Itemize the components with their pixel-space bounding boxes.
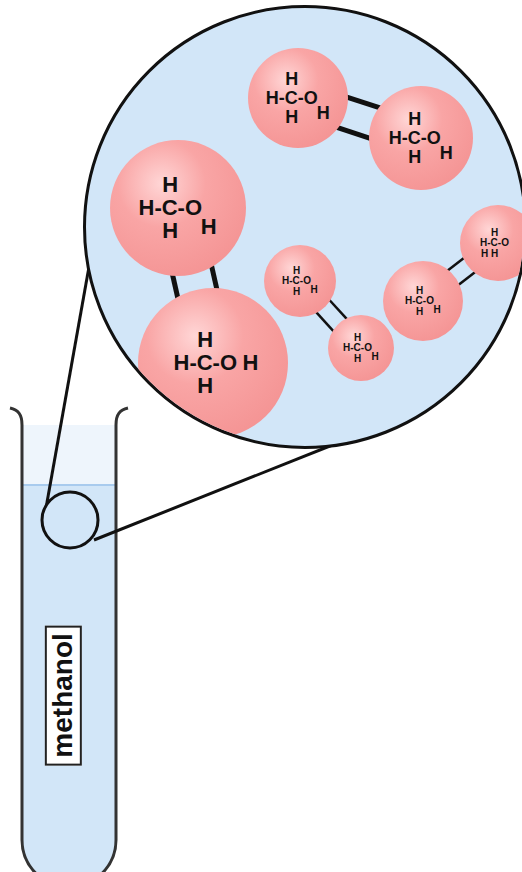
atom-symbol: H bbox=[416, 307, 423, 317]
hydrogen-bond bbox=[346, 97, 381, 108]
atom-symbol: H-C-O bbox=[282, 276, 311, 286]
atom-symbol: H-C-O bbox=[343, 343, 372, 353]
hydrogen-bond bbox=[315, 311, 334, 332]
atom-symbol: H bbox=[481, 249, 488, 259]
hydrogen-bond bbox=[336, 127, 371, 138]
atom-symbol: H bbox=[162, 174, 178, 196]
atom-symbol: H bbox=[197, 375, 213, 397]
magnified-view: HH-C-OHHHH-C-OHHHH-C-OHHHH-C-OHHHH-C-OHH… bbox=[83, 5, 522, 449]
atom-symbol: H-C-O bbox=[480, 238, 509, 248]
atom-symbol: H bbox=[371, 352, 378, 362]
atom-symbol: H bbox=[310, 285, 317, 295]
atom-symbol: H bbox=[242, 352, 258, 374]
atom-symbol: H bbox=[285, 70, 298, 88]
atom-symbol: H bbox=[293, 287, 300, 297]
atom-symbol: H bbox=[285, 108, 298, 126]
atom-symbol: H bbox=[408, 148, 421, 166]
atom-symbol: H-C-O bbox=[405, 296, 434, 306]
methanol-molecule: HH-C-OHH bbox=[460, 205, 522, 281]
tube-outline bbox=[10, 408, 128, 872]
hydrogen-bond bbox=[447, 257, 465, 271]
label-text: methanol bbox=[47, 633, 78, 757]
atom-symbol: H bbox=[201, 216, 217, 238]
hydrogen-bond bbox=[211, 265, 217, 290]
atom-symbol: H bbox=[354, 354, 361, 364]
hydrogen-bond bbox=[329, 299, 348, 320]
zoom-line bbox=[46, 250, 92, 508]
atom-symbol: H bbox=[354, 333, 361, 343]
atom-symbol: H bbox=[433, 305, 440, 315]
atom-symbol: H bbox=[491, 249, 498, 259]
atom-symbol: H-C-O bbox=[266, 89, 318, 107]
hydrogen-bond bbox=[458, 271, 476, 285]
methanol-molecule: HH-C-OHH bbox=[328, 315, 394, 381]
atom-symbol: H bbox=[440, 144, 453, 162]
zoom-lens bbox=[42, 492, 98, 548]
atom-symbol: H bbox=[317, 104, 330, 122]
meniscus bbox=[22, 484, 116, 486]
atom-symbol: H bbox=[491, 228, 498, 238]
atom-symbol: H bbox=[408, 110, 421, 128]
atom-symbol: H bbox=[162, 220, 178, 242]
atom-symbol: H bbox=[197, 329, 213, 351]
methanol-molecule: HH-C-OHH bbox=[383, 261, 463, 341]
atom-symbol: H-C-O bbox=[389, 129, 441, 147]
methanol-molecule: HH-C-OHH bbox=[264, 245, 336, 317]
atom-symbol: H bbox=[416, 286, 423, 296]
zoom-line bbox=[94, 440, 345, 540]
tube-glass bbox=[22, 425, 116, 872]
atom-symbol: H-C-O bbox=[174, 352, 238, 374]
tube-label: methanol bbox=[45, 625, 82, 765]
methanol-molecule: HH-C-OH H bbox=[248, 48, 348, 148]
methanol-molecule: HH-C-OH H bbox=[369, 86, 473, 190]
liquid bbox=[22, 485, 116, 872]
hydrogen-bond bbox=[172, 274, 178, 299]
atom-symbol: H-C-O bbox=[139, 197, 203, 219]
atom-symbol: H bbox=[293, 266, 300, 276]
methanol-molecule: HH-C-OH H bbox=[138, 288, 288, 438]
methanol-molecule: HH-C-OH H bbox=[110, 140, 246, 276]
